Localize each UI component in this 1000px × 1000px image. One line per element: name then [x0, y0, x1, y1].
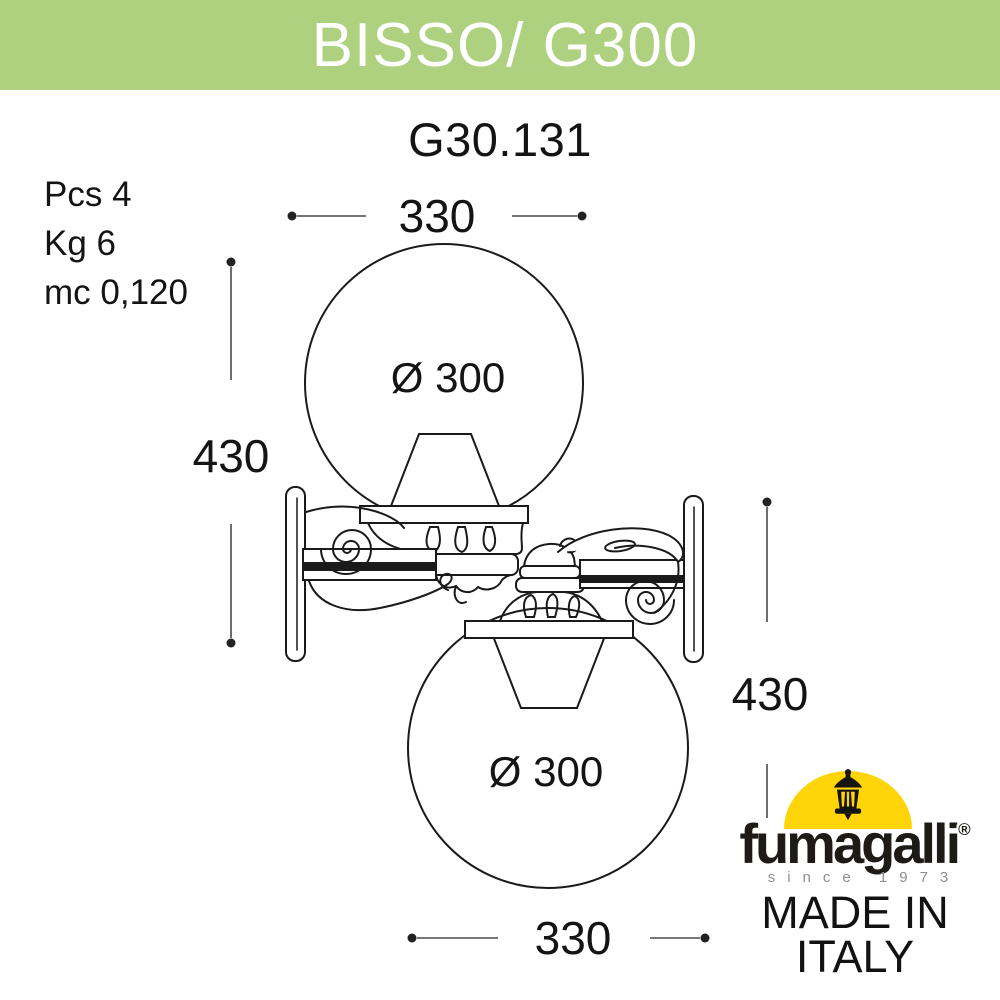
- specs-block: Pcs 4 Kg 6 mc 0,120: [44, 170, 188, 317]
- lower-globe: [407, 607, 689, 889]
- lower-shade-plate: [464, 620, 634, 639]
- logo-made-in: MADE IN: [761, 887, 949, 938]
- dim-right-height: 430: [732, 668, 809, 720]
- logo-brand: fumagalli: [739, 812, 961, 875]
- lower-scroll: [624, 580, 675, 625]
- dim-bottom-width: 330: [535, 912, 612, 964]
- dim-upper-globe-diameter: Ø 300: [391, 354, 505, 401]
- upper-shade-plate: [359, 505, 529, 524]
- dim-top-width: 330: [399, 190, 476, 242]
- dim-left-height: 430: [193, 430, 270, 482]
- spec-pcs: Pcs 4: [44, 175, 132, 214]
- dimension-lines: [226, 211, 772, 943]
- lower-fixture-drawing: [407, 495, 704, 889]
- logo-country: ITALY: [795, 931, 915, 982]
- logo-brand-row: fumagalli®: [735, 811, 975, 876]
- spec-mc: mc 0,120: [44, 273, 188, 312]
- registered-mark: ®: [958, 820, 971, 839]
- page-title: BISSO/ G300: [311, 10, 699, 80]
- upper-scroll: [320, 529, 373, 575]
- spec-kg: Kg 6: [44, 224, 116, 263]
- model-code: G30.131: [408, 113, 592, 166]
- fumagalli-logo: fumagalli® since 1973 MADE IN ITALY: [735, 765, 975, 982]
- logo-since: since 1973: [767, 869, 961, 886]
- header-band: BISSO/ G300: [0, 0, 1000, 90]
- dim-lower-globe-diameter: Ø 300: [489, 748, 603, 795]
- lantern-icon: [833, 769, 863, 821]
- upper-fixture-drawing: [285, 243, 584, 662]
